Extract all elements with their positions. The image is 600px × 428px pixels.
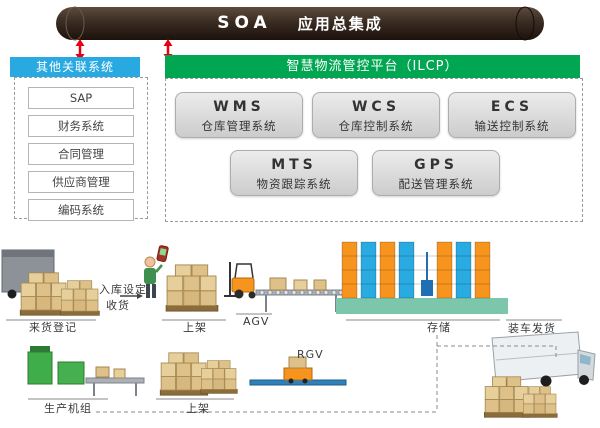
conveyor-illustration bbox=[255, 277, 347, 312]
label-rgv: RGV bbox=[297, 348, 324, 361]
system-item-coding: 编码系统 bbox=[28, 199, 134, 221]
module-mts-abbr: MTS bbox=[271, 157, 317, 173]
link-arrows bbox=[75, 39, 173, 61]
module-ecs: ECS 输送控制系统 bbox=[448, 92, 576, 138]
receiving-worker-illustration bbox=[120, 245, 169, 299]
platform-modules-group bbox=[165, 78, 583, 222]
module-gps: GPS 配送管理系统 bbox=[372, 150, 500, 196]
shelving-top-pallet bbox=[165, 264, 219, 312]
flow-connectors bbox=[96, 335, 557, 413]
shelving-bottom-pallets bbox=[159, 352, 238, 396]
module-ecs-abbr: ECS bbox=[490, 99, 534, 115]
system-item-finance: 财务系统 bbox=[28, 115, 134, 137]
shipping-truck-illustration bbox=[483, 331, 596, 418]
system-item-supplier: 供应商管理 bbox=[28, 171, 134, 193]
other-systems-header: 其他关联系统 bbox=[10, 57, 140, 77]
module-mts: MTS 物资跟踪系统 bbox=[230, 150, 358, 196]
module-gps-name: 配送管理系统 bbox=[398, 177, 474, 191]
module-wcs-name: 仓库控制系统 bbox=[338, 119, 414, 133]
module-wms-abbr: WMS bbox=[213, 99, 265, 115]
label-rules bbox=[6, 313, 562, 400]
module-wcs-abbr: WCS bbox=[351, 99, 401, 115]
module-wms-name: 仓库管理系统 bbox=[201, 119, 277, 133]
label-agv: AGV bbox=[243, 315, 270, 328]
module-wcs: WCS 仓库控制系统 bbox=[312, 92, 440, 138]
other-systems-group: SAP 财务系统 合同管理 供应商管理 编码系统 bbox=[14, 77, 148, 221]
module-ecs-name: 输送控制系统 bbox=[474, 119, 550, 133]
incoming-truck-illustration bbox=[1, 249, 100, 316]
agv-forklift-illustration bbox=[224, 262, 256, 299]
label-shelving-top: 上架 bbox=[183, 321, 207, 334]
module-wms: WMS 仓库管理系统 bbox=[175, 92, 303, 138]
module-gps-abbr: GPS bbox=[414, 157, 458, 173]
label-receiving: 收货 bbox=[106, 299, 130, 312]
label-storage: 存储 bbox=[427, 321, 451, 334]
label-production: 生产机组 bbox=[44, 402, 92, 415]
label-shelving-bottom: 上架 bbox=[186, 402, 210, 415]
label-shipping: 装车发货 bbox=[508, 322, 556, 335]
system-item-sap: SAP bbox=[28, 87, 134, 109]
logistics-flow-illustration bbox=[1, 241, 596, 418]
label-inbound-setting: 入库设定 bbox=[99, 283, 147, 296]
rgv-shuttle-illustration bbox=[249, 356, 347, 386]
soa-banner-cylinder bbox=[56, 6, 544, 41]
platform-header: 智慧物流管控平台（ILCP） bbox=[165, 55, 580, 78]
system-item-contract: 合同管理 bbox=[28, 143, 134, 165]
label-incoming: 来货登记 bbox=[29, 321, 77, 334]
production-line-illustration bbox=[27, 346, 145, 396]
handheld-scanner-icon bbox=[156, 245, 169, 263]
storage-racks-illustration bbox=[336, 241, 508, 314]
module-mts-name: 物资跟踪系统 bbox=[256, 177, 332, 191]
